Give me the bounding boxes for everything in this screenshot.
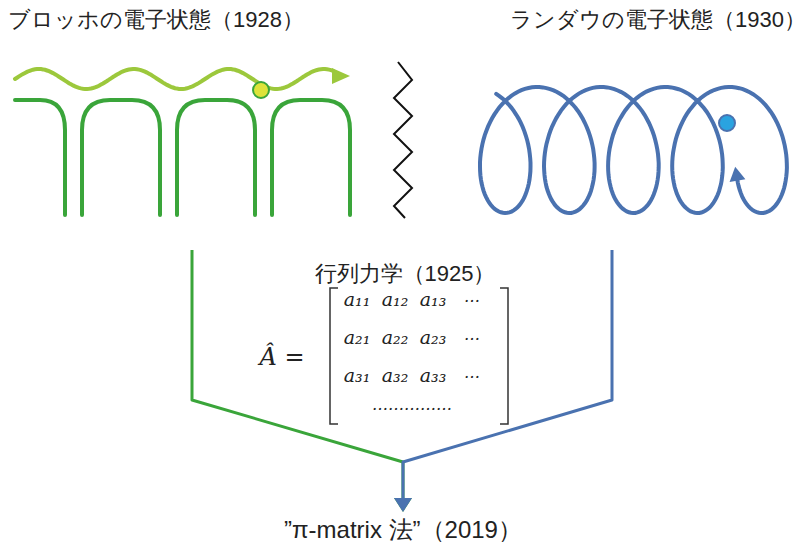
operator-symbol: Â =	[259, 343, 304, 371]
matrix-element: a₂₂	[382, 326, 409, 348]
orbit-arrowhead	[730, 167, 746, 182]
node-title: ブロッホの電子状態（1928）	[8, 6, 376, 35]
node-title: ”π-matrix 法”（2019）	[243, 514, 563, 545]
zigzag-separator	[394, 62, 412, 218]
matrix-element: a₃₂	[382, 364, 409, 386]
matrix-element: …	[464, 325, 480, 344]
electron-dot	[253, 82, 269, 98]
origin-node: ブロッホの電子状態（1928）	[8, 6, 376, 250]
periodic-potential	[272, 100, 350, 215]
periodic-potential	[15, 100, 65, 215]
matrix-bracket	[330, 288, 338, 424]
periodic-potential	[177, 100, 255, 215]
matrix-element: a₂₃	[420, 326, 447, 348]
theory-label: 行列力学（1925）	[315, 259, 496, 289]
matrix-element: a₃₁	[344, 364, 371, 386]
matrix-bracket	[500, 288, 508, 424]
matrix-element: a₂₁	[344, 326, 371, 348]
bloch-wave	[15, 69, 333, 89]
electron-dot	[719, 115, 735, 131]
matrix-element: …	[464, 287, 480, 306]
matrix-element: a₁₃	[420, 288, 447, 310]
result-node: ”π-matrix 法”（2019）	[243, 514, 563, 550]
matrix-element: a₃₃	[420, 364, 447, 386]
matrix-element: …	[464, 363, 480, 382]
matrix-element: a₁₂	[382, 288, 409, 310]
node-title: ランダウの電子状態（1930）	[450, 6, 806, 35]
wave-arrowhead	[332, 68, 350, 84]
origin-node: ランダウの電子状態（1930）	[450, 6, 806, 250]
merge-connector	[394, 250, 612, 512]
matrix-element: a₁₁	[344, 288, 371, 310]
merge-connector	[192, 250, 412, 512]
matrix-element: ……………	[372, 395, 452, 414]
landau-orbit	[480, 87, 787, 213]
periodic-potential	[82, 100, 160, 215]
